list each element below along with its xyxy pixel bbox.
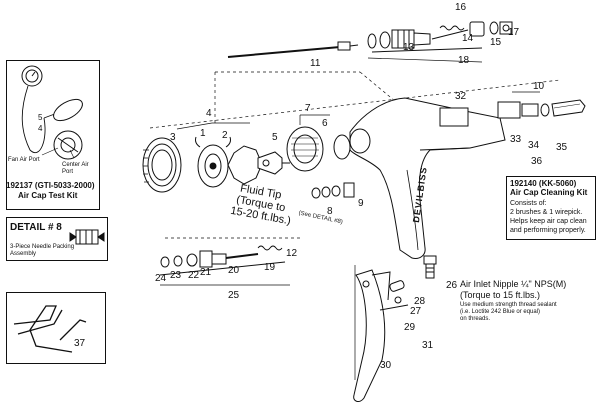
hanger-hook-box — [6, 292, 106, 364]
callout-19: 19 — [264, 262, 276, 273]
detail8-line2: Assembly — [10, 251, 37, 257]
air-valve-assembly — [497, 99, 586, 119]
air-inlet-nipple — [423, 255, 437, 279]
callout-8: 8 — [327, 206, 333, 217]
callout-21: 21 — [200, 267, 212, 278]
fluid-tip — [257, 151, 290, 175]
air-inlet-note-1: Use medium strength thread sealant — [460, 302, 557, 308]
packing-parts — [311, 182, 355, 199]
callout-24: 24 — [155, 273, 167, 284]
air-inlet-title: Air Inlet Nipple ¼" NPS(M) — [460, 279, 567, 289]
detail8-drawing — [69, 229, 105, 245]
callout-20: 20 — [228, 265, 240, 276]
fluid-needle-adjust — [159, 245, 286, 276]
cleaning-kit-line-4: and performing properly. — [510, 227, 586, 234]
cleaning-kit-line-2: 2 brushes & 1 wirepick. — [510, 209, 583, 216]
callout-4: 4 — [206, 108, 212, 119]
callout-10: 10 — [533, 81, 545, 92]
detail8-box: DETAIL # 8 3-Piece Needle Packing Assemb… — [6, 217, 108, 261]
test-kit-part-number: 192137 (GTI-5033-2000) — [6, 181, 95, 190]
callout-11: 11 — [310, 58, 321, 69]
callout-26: 26 — [446, 280, 458, 291]
air-inlet-note-3: on threads. — [460, 316, 491, 322]
assembly-axis-lines — [149, 71, 561, 272]
test-kit-frame — [6, 60, 100, 210]
callout-35: 35 — [556, 142, 568, 153]
o-ring — [333, 134, 351, 160]
gun-body — [349, 97, 506, 259]
baffle-diffuser — [286, 126, 324, 172]
cleaning-kit-line-3: Helps keep air cap clean — [510, 218, 587, 225]
test-kit-callout-4: 4 — [38, 124, 43, 133]
gun-hanger-hook — [13, 305, 87, 353]
detail8-line1: 3-Piece Needle Packing — [10, 244, 75, 250]
callout-6: 6 — [322, 118, 328, 129]
callout-23: 23 — [170, 270, 182, 281]
callout-16: 16 — [455, 2, 467, 13]
callout-1: 1 — [200, 128, 206, 139]
air-inlet-torque: (Torque to 15 ft.lbs.) — [460, 290, 541, 300]
callout-36: 36 — [531, 156, 543, 167]
callout-25: 25 — [228, 290, 240, 301]
trigger — [353, 269, 409, 403]
fan-air-port-label: Fan Air Port — [8, 157, 40, 163]
detail8-title: DETAIL # 8 — [10, 222, 62, 233]
air-cap-retaining-ring — [142, 137, 182, 193]
callout-7: 7 — [305, 103, 311, 114]
callout-18: 18 — [458, 55, 470, 66]
callout-29: 29 — [404, 322, 416, 333]
callout-22: 22 — [188, 270, 200, 281]
leader-lines — [160, 57, 540, 380]
baffle-gasket — [227, 145, 263, 185]
callout-14: 14 — [462, 33, 474, 44]
callout-31: 31 — [422, 340, 434, 351]
air-cap — [195, 136, 231, 188]
callout-32: 32 — [455, 91, 467, 102]
fluid-needle — [227, 41, 359, 58]
fluid-adjust-assembly — [367, 21, 513, 53]
cleaning-kit-line-1: Consists of: — [510, 200, 547, 207]
callout-27: 27 — [410, 306, 422, 317]
callout-33: 33 — [510, 134, 522, 145]
air-inlet-note-2: (i.e. Loctite 242 Blue or equal) — [460, 309, 541, 315]
callout-37: 37 — [74, 338, 86, 349]
test-kit-name: Air Cap Test Kit — [18, 191, 78, 200]
callout-3: 3 — [170, 132, 176, 143]
test-kit-callout-5: 5 — [38, 113, 43, 122]
callout-17: 17 — [508, 27, 520, 38]
cleaning-kit-part-number: 192140 (KK-5060) — [510, 179, 577, 188]
callout-15: 15 — [490, 37, 502, 48]
cleaning-kit-box: 192140 (KK-5060) Air Cap Cleaning Kit Co… — [506, 176, 596, 240]
callout-12: 12 — [286, 248, 298, 259]
callout-13: 13 — [403, 42, 415, 53]
callout-9: 9 — [358, 198, 364, 209]
callout-5: 5 — [272, 132, 278, 143]
test-kit-gauge — [21, 65, 83, 160]
callout-2: 2 — [222, 130, 228, 141]
callout-28: 28 — [414, 296, 426, 307]
callout-34: 34 — [528, 140, 540, 151]
test-kit-box: Fan Air Port Center Air Port 192137 (GTI… — [4, 62, 98, 212]
center-air-port-label: Center Air Port — [62, 162, 89, 175]
callout-30: 30 — [380, 360, 392, 371]
cleaning-kit-name: Air Cap Cleaning Kit — [510, 188, 588, 197]
